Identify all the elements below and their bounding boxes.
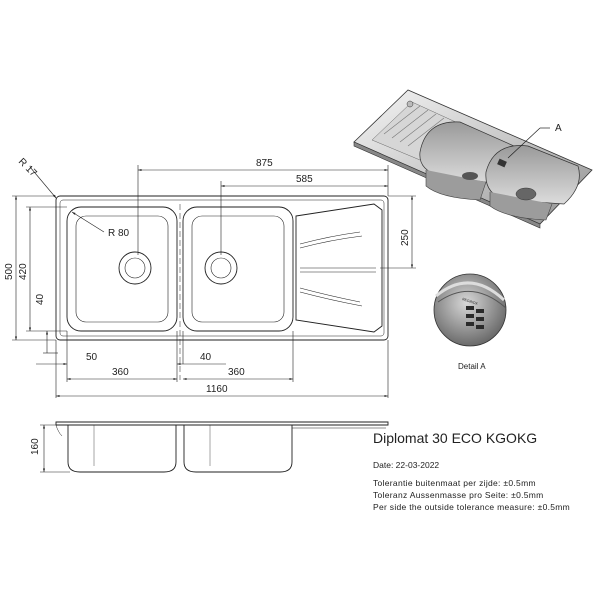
- tap-hole: [406, 100, 414, 108]
- sink-3d-view: [353, 89, 593, 229]
- drain-3d-left: [462, 172, 478, 180]
- dim-585: 585: [296, 174, 313, 185]
- dim-250: 250: [400, 229, 411, 246]
- dim-1160: 1160: [206, 384, 228, 395]
- detail-a-view: REGINOX: [433, 273, 507, 347]
- dimension-lines: [12, 165, 416, 473]
- bowl-3d-left-body: [425, 170, 487, 201]
- left-bowl-inner: [75, 215, 169, 323]
- top-view-sink: [55, 195, 389, 380]
- side-view-sink: [55, 421, 389, 473]
- left-drain-inner: [124, 257, 146, 279]
- drawing-date: Date: 22-03-2022: [373, 460, 440, 470]
- drainer-groove-6: [299, 291, 363, 307]
- dim-875: 875: [256, 158, 273, 169]
- detail-a-marker: A: [555, 123, 562, 134]
- tolerance-de: Toleranz Aussenmasse pro Seite: ±0.5mm: [373, 490, 544, 500]
- side-bowl-right: [183, 425, 293, 473]
- right-drain: [204, 251, 238, 285]
- dim-160: 160: [30, 438, 41, 455]
- dim-360-left: 360: [112, 367, 129, 378]
- drainer-groove-2: [299, 235, 363, 249]
- tolerance-nl: Tolerantie buitenmaat per zijde: ±0.5mm: [373, 478, 536, 488]
- dim-360-right: 360: [228, 367, 245, 378]
- dim-500: 500: [4, 263, 15, 280]
- right-drain-inner: [210, 257, 232, 279]
- overflow-3d: [497, 158, 507, 168]
- corner-radius-label: R 17: [16, 156, 39, 179]
- right-bowl: [182, 206, 294, 332]
- tolerance-en: Per side the outside tolerance measure: …: [373, 502, 571, 512]
- side-bowl-left: [67, 425, 177, 473]
- svg-text:REGINOX: REGINOX: [462, 297, 479, 306]
- product-title: Diplomat 30 ECO KGOKG: [373, 430, 538, 446]
- detail-a-leader: [507, 127, 541, 159]
- drainer-area: [295, 203, 383, 333]
- drainer-groove-1: [299, 231, 361, 245]
- left-drain: [118, 251, 152, 285]
- bowl-radius-label: R 80: [108, 228, 130, 239]
- dim-420: 420: [18, 263, 29, 280]
- side-rim: [55, 421, 389, 426]
- bowl-3d-right: [485, 145, 580, 205]
- side-left-flange: [55, 424, 63, 437]
- dim-40-mid: 40: [200, 352, 212, 363]
- drain-3d-right: [515, 187, 537, 201]
- left-bowl: [66, 206, 178, 332]
- bowl-3d-right-body: [489, 192, 553, 221]
- dim-50: 50: [86, 352, 98, 363]
- right-bowl-inner: [191, 215, 285, 323]
- dim-40-left: 40: [35, 293, 46, 305]
- drainer-groove-5: [299, 287, 361, 303]
- dimension-labels: 875 585 500 420 40 250 50 40 360 360 116…: [4, 123, 562, 455]
- overflow-slots: [466, 306, 484, 329]
- detail-a-label: Detail A: [458, 362, 486, 371]
